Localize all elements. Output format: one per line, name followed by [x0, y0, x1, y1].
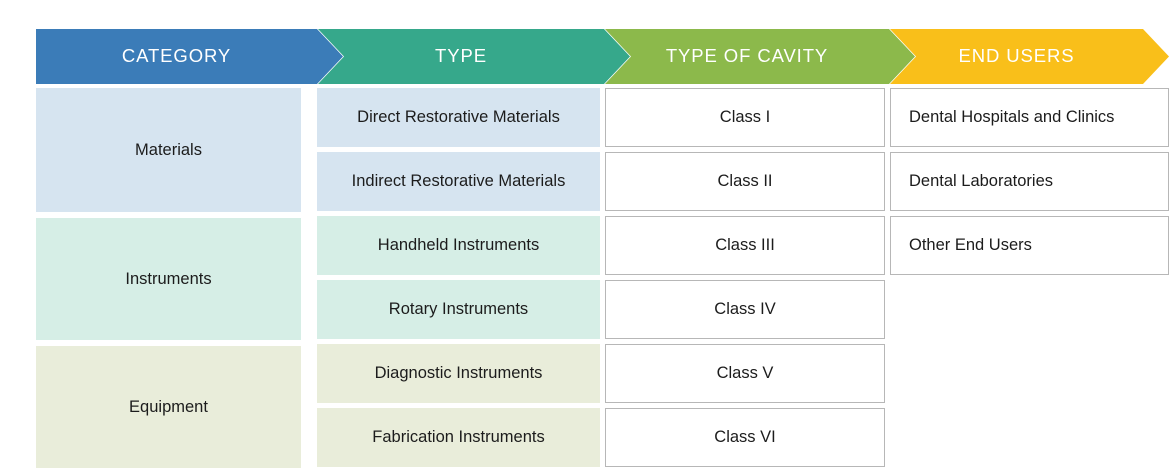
type-cell-label: Fabrication Instruments	[372, 428, 545, 447]
type-cell-label: Direct Restorative Materials	[357, 108, 560, 127]
category-cell-label: Materials	[135, 140, 202, 159]
end-users-column: Dental Hospitals and Clinics Dental Labo…	[890, 88, 1169, 280]
header-chevron-category[interactable]: CATEGORY	[36, 29, 343, 84]
end-user-cell-dental-laboratories[interactable]: Dental Laboratories	[890, 152, 1169, 211]
header-row: CATEGORY TYPE TYPE OF CAVITY END USERS	[0, 29, 1170, 84]
header-chevron-type-of-cavity[interactable]: TYPE OF CAVITY	[605, 29, 915, 84]
cavity-cell-label: Class IV	[714, 300, 776, 319]
type-cell-label: Indirect Restorative Materials	[351, 172, 566, 191]
cavity-cell-label: Class I	[719, 108, 771, 127]
type-cell-label: Handheld Instruments	[377, 236, 540, 255]
end-user-cell-other-end-users[interactable]: Other End Users	[890, 216, 1169, 275]
end-user-cell-label: Other End Users	[909, 236, 1032, 255]
cavity-cell-label: Class V	[716, 364, 774, 383]
type-cell-diagnostic-instruments[interactable]: Diagnostic Instruments	[317, 344, 600, 403]
type-cell-label: Rotary Instruments	[388, 300, 529, 319]
cavity-cell-label: Class VI	[714, 428, 776, 447]
cavity-cell-label: Class III	[715, 236, 775, 255]
cavity-cell-class-vi[interactable]: Class VI	[605, 408, 885, 467]
type-cell-handheld-instruments[interactable]: Handheld Instruments	[317, 216, 600, 275]
type-cell-direct-restorative-materials[interactable]: Direct Restorative Materials	[317, 88, 600, 147]
cavity-cell-class-v[interactable]: Class V	[605, 344, 885, 403]
category-cell-label: Equipment	[129, 397, 208, 416]
end-user-cell-dental-hospitals-and-clinics[interactable]: Dental Hospitals and Clinics	[890, 88, 1169, 147]
type-cell-rotary-instruments[interactable]: Rotary Instruments	[317, 280, 600, 339]
category-cell-instruments[interactable]: Instruments	[36, 218, 301, 340]
category-cell-label: Instruments	[125, 269, 212, 288]
type-cell-indirect-restorative-materials[interactable]: Indirect Restorative Materials	[317, 152, 600, 211]
category-cell-materials[interactable]: Materials	[36, 88, 301, 212]
cavity-cell-label: Class II	[717, 172, 773, 191]
category-cell-equipment[interactable]: Equipment	[36, 346, 301, 468]
type-column: Direct Restorative Materials Indirect Re…	[317, 88, 600, 472]
end-user-cell-label: Dental Hospitals and Clinics	[909, 108, 1115, 127]
header-chevron-type[interactable]: TYPE	[318, 29, 630, 84]
cavity-cell-class-iii[interactable]: Class III	[605, 216, 885, 275]
header-label-type-of-cavity: TYPE OF CAVITY	[665, 45, 829, 67]
cavity-column: Class I Class II Class III Class IV Clas…	[605, 88, 885, 472]
header-chevron-end-users[interactable]: END USERS	[890, 29, 1169, 84]
header-label-end-users: END USERS	[958, 45, 1075, 67]
category-column: Materials Instruments Equipment	[36, 88, 301, 474]
cavity-cell-class-ii[interactable]: Class II	[605, 152, 885, 211]
cavity-cell-class-iv[interactable]: Class IV	[605, 280, 885, 339]
type-cell-fabrication-instruments[interactable]: Fabrication Instruments	[317, 408, 600, 467]
end-user-cell-label: Dental Laboratories	[909, 172, 1054, 191]
header-label-type: TYPE	[435, 45, 487, 67]
header-label-category: CATEGORY	[121, 45, 232, 67]
cavity-cell-class-i[interactable]: Class I	[605, 88, 885, 147]
type-cell-label: Diagnostic Instruments	[374, 364, 543, 383]
